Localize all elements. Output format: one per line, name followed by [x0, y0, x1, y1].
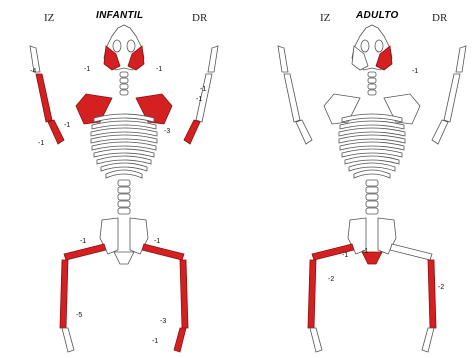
annotation-infantil-femur-left: -1	[80, 238, 86, 245]
annotation-infantil-skull-right: -1	[156, 66, 162, 73]
annotation-infantil-tibia-right: -3	[160, 318, 166, 325]
annotation-adulto-skull-right: -1	[412, 68, 418, 75]
annotation-adulto-femur-left: -1	[342, 252, 348, 259]
annotation-adulto-tibia-right: -2	[438, 284, 444, 291]
annotation-infantil-radius-right-lower: -1	[196, 96, 202, 103]
adulto-right-label: DR	[432, 12, 447, 24]
adulto-title: ADULTO	[356, 10, 399, 21]
annotation-adulto-tibia-left: -2	[328, 276, 334, 283]
annotation-infantil-humerus-left: -4	[30, 68, 36, 75]
adulto-left-label: IZ	[320, 12, 330, 24]
infantil-title: INFANTIL	[96, 10, 143, 21]
annotation-infantil-tibia-left: -5	[76, 312, 82, 319]
annotation-infantil-scapula-right: -3	[164, 128, 170, 135]
infantil-left-label: IZ	[44, 12, 54, 24]
annotation-infantil-scapula-left: -1	[64, 122, 70, 129]
annotation-adulto-pelvis: -1	[362, 248, 368, 255]
annotation-infantil-femur-right: -1	[154, 238, 160, 245]
annotation-infantil-skull-left: -1	[84, 66, 90, 73]
annotation-infantil-radius-right-upper: -1	[200, 86, 206, 93]
skeleton-adulto	[278, 25, 466, 352]
skeleton-infantil	[30, 25, 218, 352]
infantil-right-label: DR	[192, 12, 207, 24]
annotation-infantil-foot-right: -1	[152, 338, 158, 345]
annotation-infantil-ulna-left: -1	[38, 140, 44, 147]
